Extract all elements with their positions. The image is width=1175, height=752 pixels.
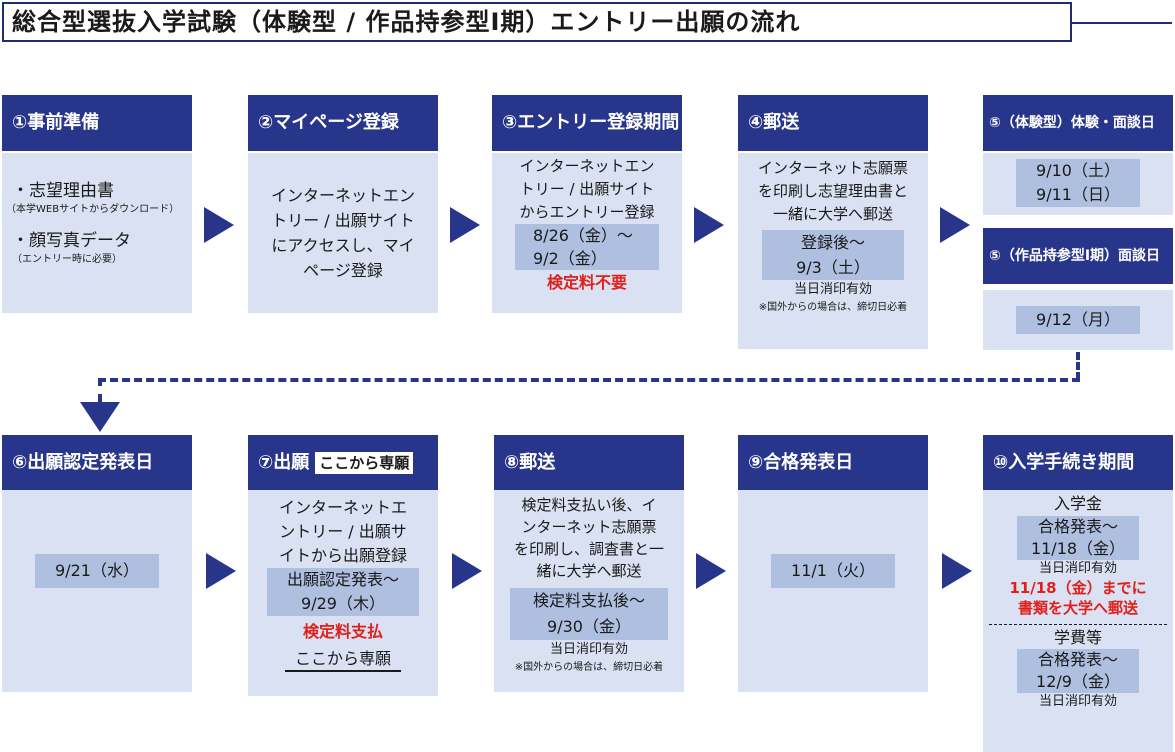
step6-header: ⑥出願認定発表日 xyxy=(2,435,192,491)
step8-header: ⑧郵送 xyxy=(494,435,684,491)
step4-line: インターネット志願票 xyxy=(757,159,908,177)
step5b-box: 9/12（月） xyxy=(983,290,1173,350)
step5b-header: ⑤（作品持参型Ⅰ期）面談日 xyxy=(983,228,1173,284)
flow-arrow-right xyxy=(204,207,234,243)
step5b-date: 9/12（月） xyxy=(1016,306,1140,334)
flow-arrow-right xyxy=(206,553,236,589)
admission-period: 合格発表～ 11/18（金） xyxy=(1017,516,1139,560)
step8-box: 検定料支払い後、イ ンターネット志願票 を印刷し、調査書と一 緒に大学へ郵送 検… xyxy=(494,490,684,692)
step7-box: インターネットエ ントリー / 出願サ イトから出願登録 出願認定発表～ 9/2… xyxy=(248,490,438,696)
step10-box: 入学金 合格発表～ 11/18（金） 当日消印有効 11/18（金）までに 書類… xyxy=(983,490,1173,752)
step8-line: 緒に大学へ郵送 xyxy=(536,562,642,580)
tuition-period-end: 12/9（金） xyxy=(1036,672,1120,691)
step9-header: ⑨合格発表日 xyxy=(738,435,928,491)
step4-line: を印刷し志望理由書と xyxy=(757,182,908,200)
step4-deadline-start: 登録後～ xyxy=(800,233,865,252)
step7-exclusive-note: ここから専願 xyxy=(284,648,401,672)
step5a-header: ⑤（体験型）体験・面談日 xyxy=(983,95,1173,151)
step2-line: にアクセスし、マイ xyxy=(271,236,415,255)
step1-header: ①事前準備 xyxy=(2,95,192,151)
step5a-dates: 9/10（土） 9/11（日） xyxy=(1016,159,1140,207)
tuition-postmark: 当日消印有効 xyxy=(1038,694,1117,709)
tuition-label: 学費等 xyxy=(1053,628,1102,647)
step7-header: ⑦出願ここから専願 xyxy=(248,435,438,491)
step3-line: インターネットエン xyxy=(519,157,655,175)
step8-overseas-note: ※国外からの場合は、締切日必着 xyxy=(514,662,664,673)
step6-box: 9/21（水） xyxy=(2,490,192,692)
step6-date: 9/21（水） xyxy=(35,554,159,588)
step8-line: ンターネット志願票 xyxy=(521,518,657,536)
step3-header: ③エントリー登録期間 xyxy=(492,95,682,151)
flow-arrow-down xyxy=(80,402,120,432)
step7-line: イトから出願登録 xyxy=(278,546,407,565)
step8-line: を印刷し、調査書と一 xyxy=(513,540,664,558)
step7-line: ントリー / 出願サ xyxy=(279,522,407,541)
step9-date: 11/1（火） xyxy=(771,554,895,588)
admission-period-start: 合格発表～ xyxy=(1037,517,1118,536)
step8-deadline: 検定料支払後～ 9/30（金） xyxy=(510,588,668,640)
step8-postmark: 当日消印有効 xyxy=(549,642,628,657)
flow-arrow-right xyxy=(450,207,480,243)
step3-period-start: 8/26（金）～ xyxy=(533,226,633,245)
section-divider xyxy=(989,624,1167,625)
connector-dash xyxy=(98,378,1080,382)
step2-box: インターネットエン トリー / 出願サイト にアクセスし、マイ ページ登録 xyxy=(248,153,438,313)
step5a-date: 9/10（土） xyxy=(1036,161,1120,180)
step4-header: ④郵送 xyxy=(738,95,928,151)
step2-line: トリー / 出願サイト xyxy=(271,211,415,230)
step2-line: ページ登録 xyxy=(303,261,383,280)
admission-postmark: 当日消印有効 xyxy=(1038,561,1117,576)
step5a-box: 9/10（土） 9/11（日） xyxy=(983,153,1173,215)
step4-line: 一緒に大学へ郵送 xyxy=(772,205,893,223)
step4-overseas-note: ※国外からの場合は、締切日必着 xyxy=(758,302,908,313)
step7-title: ⑦出願 xyxy=(258,452,310,473)
step7-period-start: 出願認定発表～ xyxy=(286,570,399,589)
tuition-period-start: 合格発表～ xyxy=(1037,650,1118,669)
connector-dash xyxy=(1076,352,1080,380)
step4-deadline: 登録後～ 9/3（土） xyxy=(762,230,904,280)
tuition-period: 合格発表～ 12/9（金） xyxy=(1017,649,1139,693)
step3-box: インターネットエン トリー / 出願サイト からエントリー登録 8/26（金）～… xyxy=(492,153,682,313)
step8-deadline-end: 9/30（金） xyxy=(547,617,631,636)
step3-period: 8/26（金）～ 9/2（金） xyxy=(515,224,659,270)
step1-item: ・顔写真データ xyxy=(12,231,131,251)
step1-subnote: （エントリー時に必要） xyxy=(12,254,122,265)
flow-arrow-right xyxy=(942,553,972,589)
step1-box: ・志望理由書 （本学WEBサイトからダウンロード） ・顔写真データ （エントリー… xyxy=(2,153,192,313)
step7-period-end: 9/29（木） xyxy=(301,594,385,613)
admission-period-end: 11/18（金） xyxy=(1030,539,1126,558)
step7-period: 出願認定発表～ 9/29（木） xyxy=(267,568,419,616)
documents-note: 書類を大学へ郵送 xyxy=(1017,599,1138,617)
step8-line: 検定料支払い後、イ xyxy=(521,496,657,514)
documents-note: 11/18（金）までに xyxy=(1009,579,1147,597)
flow-arrow-right xyxy=(696,553,726,589)
flow-arrow-right xyxy=(452,553,482,589)
exclusive-tag: ここから専願 xyxy=(315,452,414,474)
admission-fee-label: 入学金 xyxy=(1053,494,1102,513)
step3-fee: 検定料不要 xyxy=(546,273,627,292)
step7-line: インターネットエ xyxy=(278,498,407,517)
page-title: 総合型選抜入学試験（体験型 / 作品持参型Ⅰ期）エントリー出願の流れ xyxy=(2,2,1072,42)
step1-subnote: （本学WEBサイトからダウンロード） xyxy=(6,204,180,215)
title-rule xyxy=(1072,22,1172,24)
step4-deadline-end: 9/3（土） xyxy=(796,258,870,277)
step8-deadline-start: 検定料支払後～ xyxy=(532,591,645,610)
flow-arrow-right xyxy=(940,207,970,243)
step10-header: ⑩入学手続き期間 xyxy=(983,435,1173,491)
step3-line: トリー / 出願サイト xyxy=(519,180,655,198)
step2-header: ②マイページ登録 xyxy=(248,95,438,151)
step4-postmark: 当日消印有効 xyxy=(793,282,872,297)
flow-arrow-right xyxy=(694,207,724,243)
step9-box: 11/1（火） xyxy=(738,490,928,692)
step5a-date: 9/11（日） xyxy=(1036,185,1120,204)
step3-period-end: 9/2（金） xyxy=(533,249,607,268)
connector-dash xyxy=(98,378,102,402)
step7-fee: 検定料支払 xyxy=(302,622,383,641)
step2-line: インターネットエン xyxy=(270,186,415,205)
step4-box: インターネット志願票 を印刷し志望理由書と 一緒に大学へ郵送 登録後～ 9/3（… xyxy=(738,153,928,349)
step1-item: ・志望理由書 xyxy=(12,181,114,201)
step3-line: からエントリー登録 xyxy=(519,203,655,221)
